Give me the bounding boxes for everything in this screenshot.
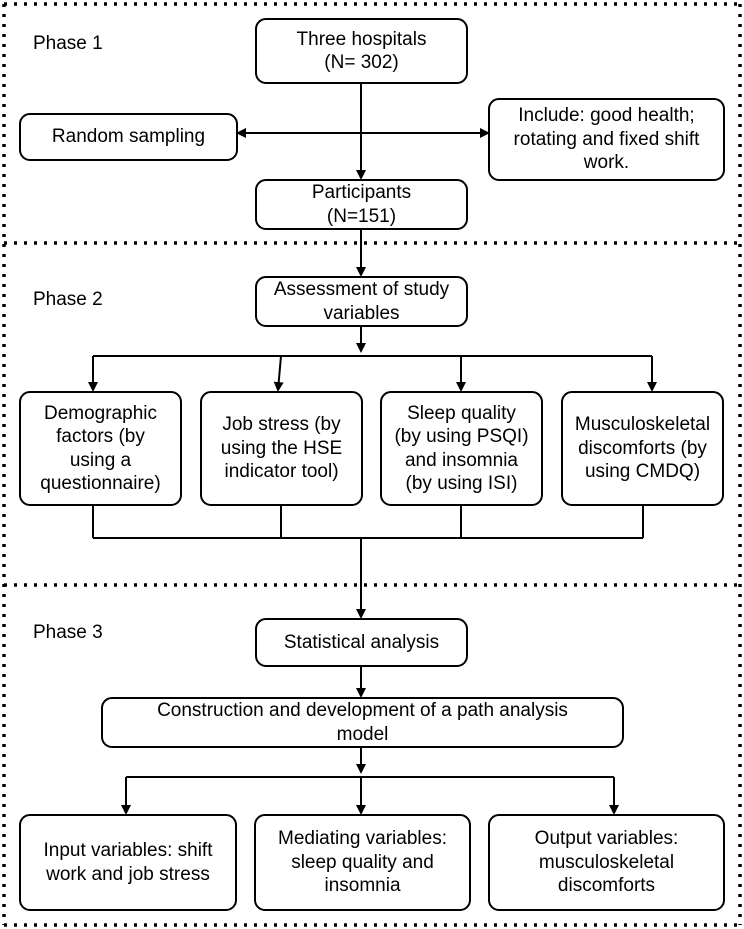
- demographic-factors-box: Demographic factors (by using a question…: [19, 391, 182, 506]
- sleep-quality-box: Sleep quality (by using PSQI) and insomn…: [380, 391, 543, 506]
- phase-1-label: Phase 1: [33, 33, 103, 54]
- phase-2-label: Phase 2: [33, 289, 103, 310]
- random-sampling-box: Random sampling: [19, 113, 238, 161]
- phase-3-label: Phase 3: [33, 622, 103, 643]
- arrow-to-job-stress: [273, 355, 284, 392]
- three-hospitals-box: Three hospitals (N= 302): [255, 18, 468, 84]
- mediating-variables-box: Mediating variables: sleep quality and i…: [254, 814, 471, 911]
- participants-box: Participants (N=151): [255, 179, 468, 230]
- output-variables-box: Output variables: musculoskeletal discom…: [488, 814, 725, 911]
- input-variables-box: Input variables: shift work and job stre…: [19, 814, 237, 911]
- path-model-box: Construction and development of a path a…: [101, 697, 624, 748]
- statistical-analysis-box: Statistical analysis: [255, 618, 468, 667]
- include-criteria-box: Include: good health; rotating and fixed…: [488, 98, 725, 181]
- musculoskeletal-box: Musculoskeletal discomforts (by using CM…: [561, 391, 724, 506]
- job-stress-box: Job stress (by using the HSE indicator t…: [200, 391, 363, 506]
- assessment-box: Assessment of study variables: [255, 276, 468, 327]
